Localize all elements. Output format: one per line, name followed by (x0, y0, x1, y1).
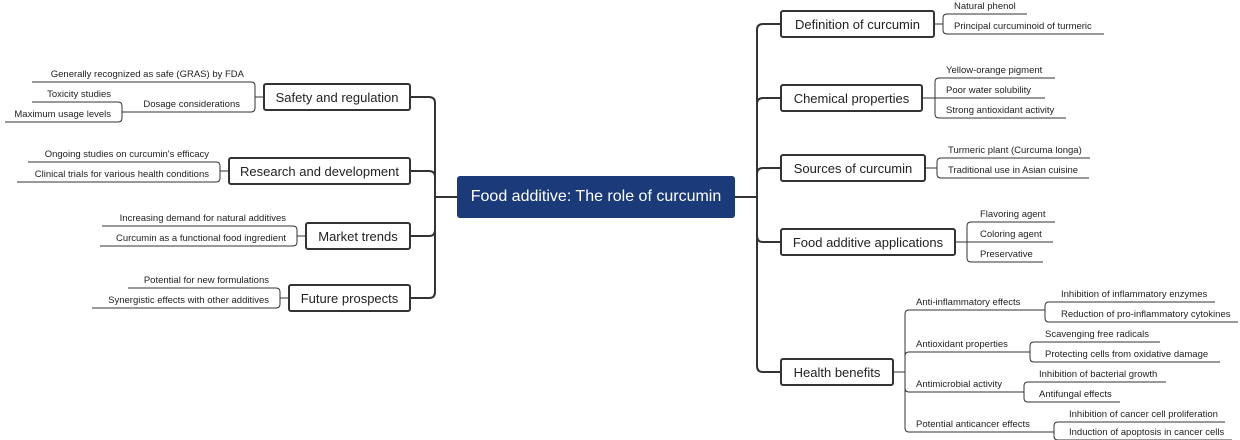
subtopic-inhibition-of-bacterial-growth[interactable]: Inhibition of bacterial growth (1039, 369, 1158, 380)
link-health-3 (904, 372, 1044, 433)
link-leaf-right-3-children-0-label (966, 221, 1055, 242)
link-left-3 (411, 197, 436, 299)
link-leaf-left-2-children-0-label (102, 225, 298, 236)
link-leaf-right-2-children-1-label (936, 168, 1089, 179)
link-right-2 (756, 167, 780, 197)
topic-research-and-development[interactable]: Research and development (228, 157, 411, 185)
topic-food-additive-applications[interactable]: Food additive applications (780, 228, 956, 256)
topic-market-trends[interactable]: Market trends (305, 222, 411, 250)
link-right-3 (756, 197, 780, 243)
link-health-leaf-0-0 (1044, 301, 1215, 310)
link-leaf-right-1-children-0-label (934, 77, 1055, 98)
subtopic-strong-antioxidant-activity[interactable]: Strong antioxidant activity (946, 105, 1055, 116)
subtopic-inhibition-of-cancer-cell-proliferation[interactable]: Inhibition of cancer cell proliferation (1069, 409, 1218, 420)
subtopic-increasing-demand-for-natural-additives[interactable]: Increasing demand for natural additives (119, 213, 286, 224)
subtopic-coloring-agent[interactable]: Coloring agent (980, 229, 1042, 240)
link-leaf-left-3-children-1-label (92, 298, 281, 309)
subtopic-anti-inflammatory-effects[interactable]: Anti-inflammatory effects (916, 297, 1021, 308)
central-topic[interactable]: Food additive: The role of curcumin (457, 176, 735, 218)
topic-sources-of-curcumin[interactable]: Sources of curcumin (780, 154, 926, 182)
subtopic-dosage-considerations[interactable]: Dosage considerations (143, 99, 240, 110)
subtopic-toxicity-studies[interactable]: Toxicity studies (47, 89, 111, 100)
link-health-leaf-1-0 (1029, 341, 1160, 352)
link-dosage-leaf-0 (32, 101, 123, 112)
link-right-0 (756, 23, 780, 197)
subtopic-clinical-trials-for-various-health-conditions[interactable]: Clinical trials for various health condi… (34, 169, 209, 180)
link-health-leaf-3-0 (1053, 421, 1225, 432)
link-right-4 (756, 197, 780, 373)
subtopic-ongoing-studies-on-curcumin-s-efficacy[interactable]: Ongoing studies on curcumin's efficacy (44, 149, 209, 160)
link-left-1 (411, 170, 436, 197)
subtopic-preservative[interactable]: Preservative (980, 249, 1033, 260)
link-right-1 (756, 97, 780, 197)
link-health-leaf-2-1 (1023, 392, 1120, 403)
subtopic-scavenging-free-radicals[interactable]: Scavenging free radicals (1045, 329, 1150, 340)
link-health-leaf-2-0 (1023, 381, 1166, 392)
topic-safety-and-regulation[interactable]: Safety and regulation (263, 83, 411, 111)
subtopic-induction-of-apoptosis-in-cancer-cells[interactable]: Induction of apoptosis in cancer cells (1069, 427, 1225, 438)
topic-future-prospects[interactable]: Future prospects (288, 284, 411, 312)
link-left-0 (411, 96, 436, 197)
subtopic-generally-recognized-as-safe-gras-by-fda[interactable]: Generally recognized as safe (GRAS) by F… (50, 69, 244, 80)
link-health-leaf-0-1 (1044, 310, 1238, 323)
topic-chemical-properties[interactable]: Chemical properties (780, 84, 923, 112)
subtopic-maximum-usage-levels[interactable]: Maximum usage levels (14, 109, 111, 120)
subtopic-antimicrobial-activity[interactable]: Antimicrobial activity (916, 379, 1003, 390)
link-leaf-left-1-children-1-label (17, 171, 221, 183)
subtopic-antioxidant-properties[interactable]: Antioxidant properties (916, 339, 1008, 350)
link-leaf-left-3-children-0-label (128, 287, 281, 298)
link-health-leaf-1-1 (1029, 352, 1220, 363)
link-leaf-right-0-children-0-label (942, 13, 1027, 24)
subtopic-turmeric-plant-curcuma-longa[interactable]: Turmeric plant (Curcuma longa) (948, 145, 1082, 156)
subtopic-inhibition-of-inflammatory-enzymes[interactable]: Inhibition of inflammatory enzymes (1061, 289, 1208, 300)
link-leaf-right-0-children-1-label (942, 24, 1104, 35)
link-leaf-right-2-children-0-label (936, 157, 1090, 168)
link-dosage (130, 97, 256, 113)
subtopic-flavoring-agent[interactable]: Flavoring agent (980, 209, 1046, 220)
link-leaf-left-2-children-1-label (100, 236, 298, 247)
subtopic-synergistic-effects-with-other-additives[interactable]: Synergistic effects with other additives (108, 295, 269, 306)
subtopic-reduction-of-pro-inflammatory-cytokines[interactable]: Reduction of pro-inflammatory cytokines (1061, 309, 1231, 320)
subtopic-poor-water-solubility[interactable]: Poor water solubility (946, 85, 1032, 96)
topic-health-benefits[interactable]: Health benefits (780, 358, 894, 386)
link-health-1 (904, 351, 1020, 372)
subtopic-potential-for-new-formulations[interactable]: Potential for new formulations (143, 275, 269, 286)
link-leaf-left-1-children-0-label (28, 161, 221, 171)
link-left-2 (411, 197, 436, 237)
link-leaf-right-3-children-2-label (966, 242, 1043, 263)
subtopic-yellow-orange-pigment[interactable]: Yellow-orange pigment (946, 65, 1043, 76)
subtopic-natural-phenol[interactable]: Natural phenol (954, 1, 1016, 12)
topic-definition-of-curcumin[interactable]: Definition of curcumin (780, 10, 935, 38)
link-dosage-leaf-1 (5, 112, 123, 123)
link-leaf-right-1-children-2-label (934, 98, 1066, 119)
subtopic-protecting-cells-from-oxidative-damage[interactable]: Protecting cells from oxidative damage (1045, 349, 1209, 360)
subtopic-antifungal-effects[interactable]: Antifungal effects (1039, 389, 1112, 400)
subtopic-curcumin-as-a-functional-food-ingredient[interactable]: Curcumin as a functional food ingredient (115, 233, 286, 244)
subtopic-potential-anticancer-effects[interactable]: Potential anticancer effects (916, 419, 1030, 430)
link-health-0 (904, 309, 1035, 372)
subtopic-principal-curcuminoid-of-turmeric[interactable]: Principal curcuminoid of turmeric (954, 21, 1092, 32)
link-leaf-left-0-children-0-label (32, 81, 256, 97)
subtopic-traditional-use-in-asian-cuisine[interactable]: Traditional use in Asian cuisine (948, 165, 1079, 176)
